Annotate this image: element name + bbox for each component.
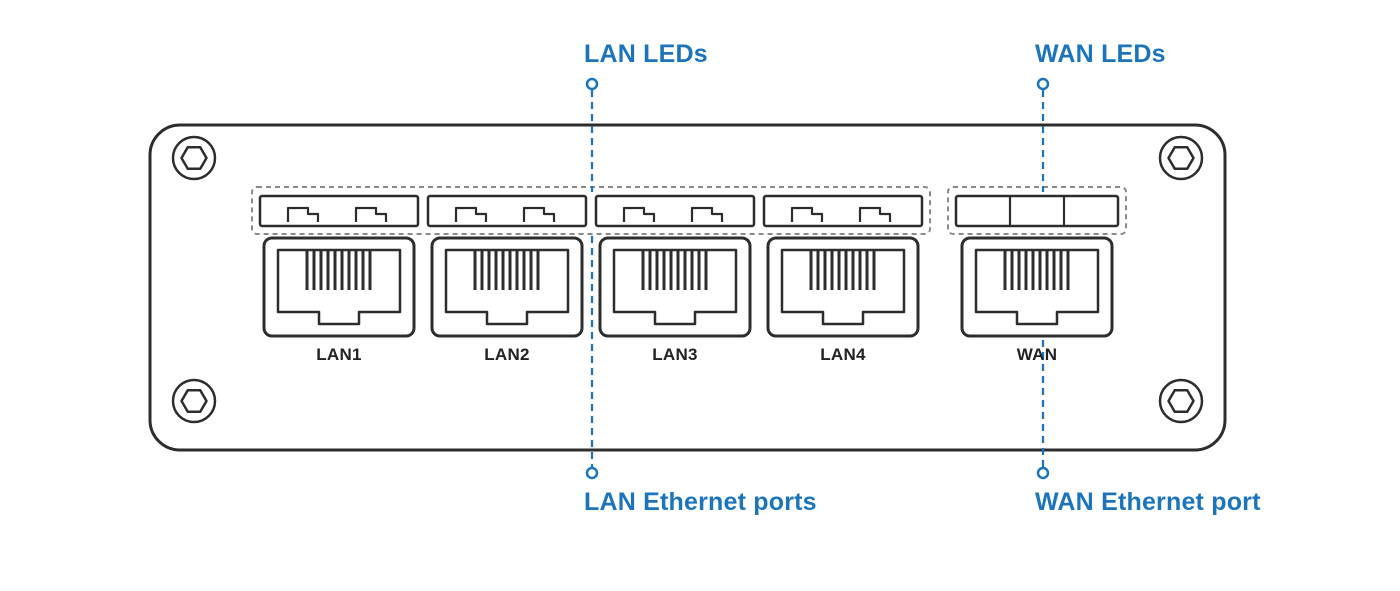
device-panel — [148, 123, 1227, 452]
lan-leds-label: LAN LEDs — [584, 40, 708, 68]
lan-ports-callout-dot — [585, 466, 599, 480]
lan3-led-strip — [594, 194, 756, 228]
wan-port-label: WAN Ethernet port — [1035, 488, 1261, 516]
wan-leds-label: WAN LEDs — [1035, 40, 1166, 68]
lan2-led-strip — [426, 194, 588, 228]
lan1-led-strip — [258, 194, 420, 228]
led-tab-icon — [690, 206, 724, 224]
wan-led-strip — [954, 194, 1120, 228]
screw-top-right-icon — [1158, 135, 1204, 181]
port-lan4 — [762, 194, 924, 338]
port-wan — [954, 194, 1120, 338]
port-label-lan3: LAN3 — [652, 345, 698, 364]
led-tab-icon — [354, 206, 388, 224]
lan1-rj45-port-icon — [262, 236, 416, 338]
port-label-lan4: LAN4 — [820, 345, 866, 364]
led-tab-icon — [454, 206, 488, 224]
led-tab-icon — [622, 206, 656, 224]
wan-leds-callout-dot — [1036, 77, 1050, 91]
screw-bottom-right-icon — [1158, 378, 1204, 424]
lan4-led-strip — [762, 194, 924, 228]
port-lan1 — [258, 194, 420, 338]
port-lan3 — [594, 194, 756, 338]
lan-ports-label: LAN Ethernet ports — [584, 488, 817, 516]
screw-bottom-left-icon — [171, 378, 217, 424]
port-lan2 — [426, 194, 588, 338]
lan2-rj45-port-icon — [430, 236, 584, 338]
wan-port-callout-dot — [1036, 466, 1050, 480]
lan4-rj45-port-icon — [766, 236, 920, 338]
lan-leds-callout-dot — [585, 77, 599, 91]
led-tab-icon — [522, 206, 556, 224]
screw-top-left-icon — [171, 135, 217, 181]
led-tab-icon — [858, 206, 892, 224]
led-tab-icon — [790, 206, 824, 224]
lan3-rj45-port-icon — [598, 236, 752, 338]
port-label-wan: WAN — [1016, 345, 1058, 364]
port-label-lan2: LAN2 — [484, 345, 530, 364]
wan-rj45-port-icon — [960, 236, 1114, 338]
led-tab-icon — [286, 206, 320, 224]
port-label-lan1: LAN1 — [316, 345, 362, 364]
wan-leds-dashed-box — [947, 186, 1127, 235]
